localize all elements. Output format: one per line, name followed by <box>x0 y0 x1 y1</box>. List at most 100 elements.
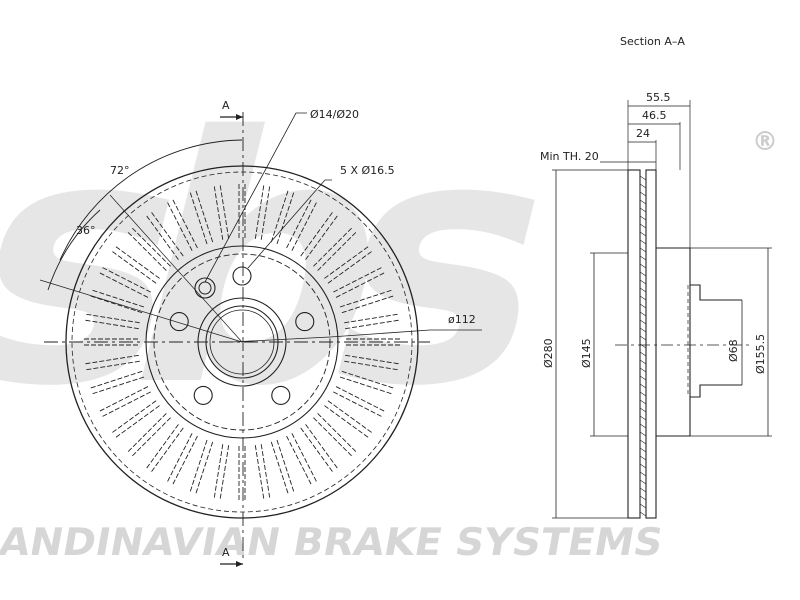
vane-hatch-line <box>639 351 647 357</box>
vane-hatch-line <box>639 407 647 413</box>
vane-hatch-line <box>639 231 647 237</box>
section-marker-bottom: A <box>222 546 230 559</box>
angle-36-arc <box>47 209 101 291</box>
vane-hatch-line <box>639 455 647 461</box>
vane-hatch-line <box>639 375 647 381</box>
vane <box>300 210 339 260</box>
vane-hatch-line <box>639 479 647 485</box>
vane-hatch-line <box>639 223 647 229</box>
pcd-label: ø112 <box>448 313 476 326</box>
vane <box>270 188 295 245</box>
center-hole-label: Ø14/Ø20 <box>310 108 359 121</box>
vane-hatch-line <box>639 495 647 501</box>
vane <box>97 386 151 418</box>
vane <box>166 433 198 487</box>
vane-hatch-line <box>639 175 647 181</box>
front-view <box>39 112 482 567</box>
hat-profile <box>656 247 691 437</box>
bolt-hole <box>232 266 252 286</box>
vane <box>189 188 214 245</box>
vane-hatch-line <box>639 359 647 365</box>
vane-hatch-line <box>639 255 647 261</box>
dim-145-label: Ø145 <box>580 338 593 368</box>
dim-24-label: 24 <box>636 127 650 140</box>
vane-hatch-line <box>639 319 647 325</box>
bolt-holes <box>169 266 315 405</box>
section-marker-top: A <box>222 99 230 112</box>
vane <box>82 338 138 346</box>
dim-55-5-label: 55.5 <box>646 91 671 104</box>
vane-hatch-line <box>639 199 647 205</box>
dim-155-5-label: Ø155.5 <box>754 334 767 374</box>
vane-hatch-line <box>639 431 647 437</box>
vane <box>300 424 339 474</box>
sbs-watermark: sbs ® SCANDINAVIAN BRAKE SYSTEMS <box>0 66 778 565</box>
vane <box>189 439 214 496</box>
vane <box>83 313 140 330</box>
vane-hatch-line <box>639 391 647 397</box>
vane <box>238 446 246 502</box>
registered-mark: ® <box>752 127 778 157</box>
vane-hatch-line <box>639 335 647 341</box>
vane <box>270 439 295 496</box>
vane-hatch-line <box>639 295 647 301</box>
vane <box>97 266 151 298</box>
vane-hatch-line <box>639 511 647 517</box>
vane <box>346 338 402 346</box>
vane-hatch-line <box>639 247 647 253</box>
vane-hatch-line <box>639 239 647 245</box>
angle-36-label: 36° <box>76 224 96 237</box>
vane <box>88 370 145 395</box>
hat-flange-top <box>690 284 742 301</box>
dim-280-label: Ø280 <box>542 338 555 368</box>
pcd-leader <box>231 329 482 343</box>
vane-hatch-line <box>639 463 647 469</box>
vane-hatch-line <box>639 471 647 477</box>
angle-72-arc <box>59 139 243 261</box>
vane-hatch-line <box>639 311 647 317</box>
vane-hatch-line <box>639 487 647 493</box>
bolt-hole <box>193 385 213 405</box>
vane-hatch-line <box>639 263 647 269</box>
vane <box>88 289 145 314</box>
vane <box>213 444 230 501</box>
vane-hatch-line <box>639 415 647 421</box>
vane <box>145 210 184 260</box>
vane <box>238 182 246 238</box>
vane-hatch-line <box>639 279 647 285</box>
vane-hatch-line <box>639 367 647 373</box>
bolt-hole-leader <box>247 179 332 269</box>
vane-hatch-line <box>639 383 647 389</box>
center-hole-leader <box>204 112 307 283</box>
outer-cheek <box>627 169 641 519</box>
min-thickness-label: Min TH. 20 <box>540 150 599 163</box>
bolt-hole <box>295 312 315 332</box>
hat-flange-bottom <box>690 384 742 398</box>
vane <box>126 226 171 271</box>
angle-ref-line-2 <box>39 279 243 343</box>
vane <box>286 433 318 487</box>
dim-46-5-label: 46.5 <box>642 109 667 122</box>
angle-ref-line-1 <box>109 194 243 343</box>
vane <box>344 313 401 330</box>
vane <box>324 400 374 439</box>
vane-hatch-line <box>639 399 647 405</box>
inner-cheek <box>645 169 657 519</box>
vane <box>339 370 396 395</box>
vane <box>313 413 358 458</box>
vane <box>333 386 387 418</box>
vane <box>145 424 184 474</box>
vane-hatch-line <box>639 287 647 293</box>
bolt-hole-label: 5 X Ø16.5 <box>340 164 395 177</box>
vane <box>324 245 374 284</box>
vane <box>254 444 271 501</box>
vane <box>333 266 387 298</box>
vane-hatch-line <box>639 191 647 197</box>
vane-hatch-line <box>639 271 647 277</box>
vane-hatch-line <box>639 327 647 333</box>
brand-caption: SCANDINAVIAN BRAKE SYSTEMS <box>0 520 666 565</box>
cooling-vanes <box>82 182 402 502</box>
sbs-logo: sbs <box>0 66 586 461</box>
vane-hatch-line <box>639 439 647 445</box>
